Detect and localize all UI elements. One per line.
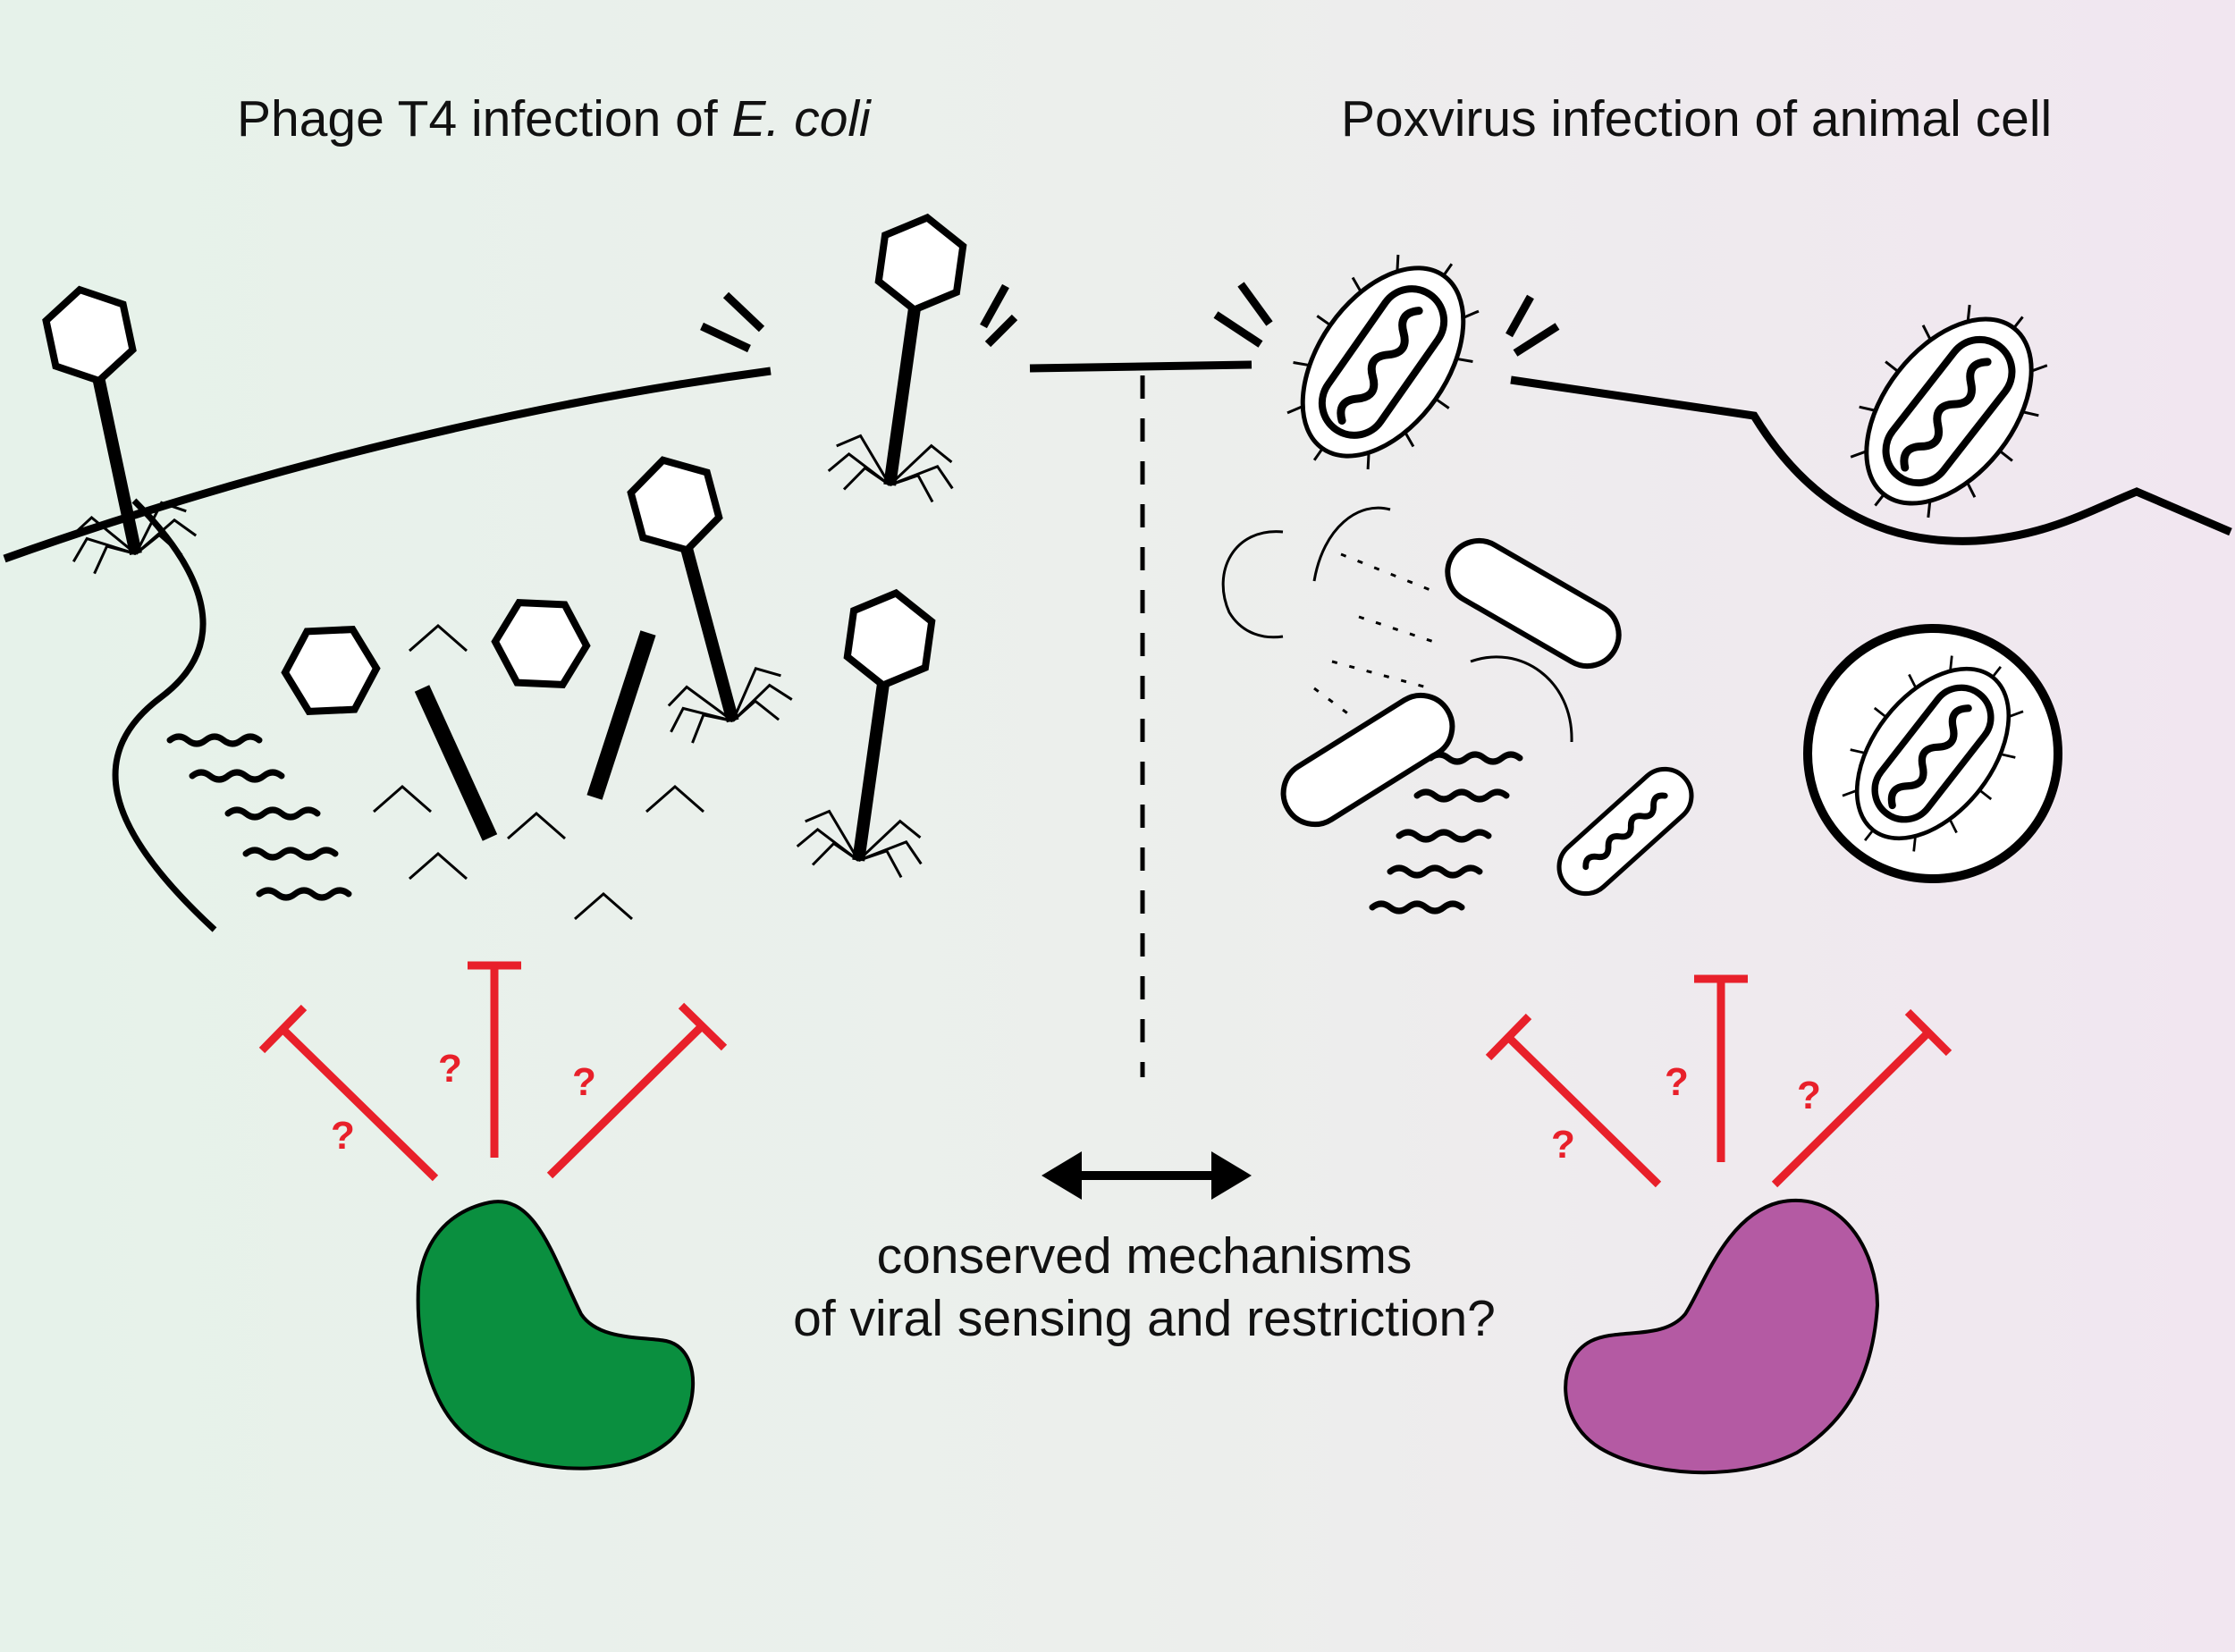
burst-lines-center-left bbox=[980, 283, 1018, 348]
center-caption: conserved mechanisms of viral sensing an… bbox=[715, 1225, 1573, 1350]
capsule-fragment-3 bbox=[1548, 758, 1702, 905]
caption-line-2: of viral sensing and restriction? bbox=[793, 1290, 1496, 1347]
burst-lines-center-right bbox=[1213, 282, 1273, 348]
question-mark: ? bbox=[331, 1114, 355, 1158]
question-mark: ? bbox=[1797, 1074, 1821, 1117]
bacterial-sensor-protein bbox=[416, 1200, 695, 1471]
question-mark: ? bbox=[1551, 1123, 1575, 1167]
ecoli-membrane bbox=[3, 367, 772, 563]
membrane-fragments bbox=[1221, 506, 1573, 743]
inhibition-arrows-left bbox=[258, 961, 728, 1182]
question-mark: ? bbox=[572, 1060, 596, 1104]
question-mark: ? bbox=[438, 1047, 462, 1091]
right-panel: ? ? ? bbox=[1213, 218, 2232, 1475]
left-title-organism: E. coli bbox=[731, 90, 871, 148]
burst-lines-left bbox=[700, 291, 765, 353]
animal-sensor-protein bbox=[1564, 1199, 1880, 1475]
phage-tail-part-2 bbox=[586, 630, 656, 800]
caption-line-1: conserved mechanisms bbox=[876, 1227, 1413, 1285]
burst-lines-right bbox=[1505, 294, 1560, 357]
inhibition-arrows-right bbox=[1485, 974, 1952, 1188]
phage-tail-part-1 bbox=[414, 685, 498, 841]
left-title-text: Phage T4 infection of bbox=[237, 90, 732, 148]
left-panel-title: Phage T4 infection of E. coli bbox=[237, 89, 871, 148]
animal-cell-membrane bbox=[1510, 375, 2232, 545]
host-membrane-gap-edge bbox=[1029, 360, 1252, 373]
right-panel-title: Poxvirus infection of animal cell bbox=[1341, 90, 2053, 148]
ecoli-membrane-fold bbox=[112, 498, 217, 932]
dashed-debris bbox=[1313, 552, 1440, 717]
left-panel: ? ? ? bbox=[3, 209, 1252, 1471]
double-headed-arrow bbox=[1042, 1151, 1252, 1200]
question-mark: ? bbox=[1665, 1060, 1689, 1104]
